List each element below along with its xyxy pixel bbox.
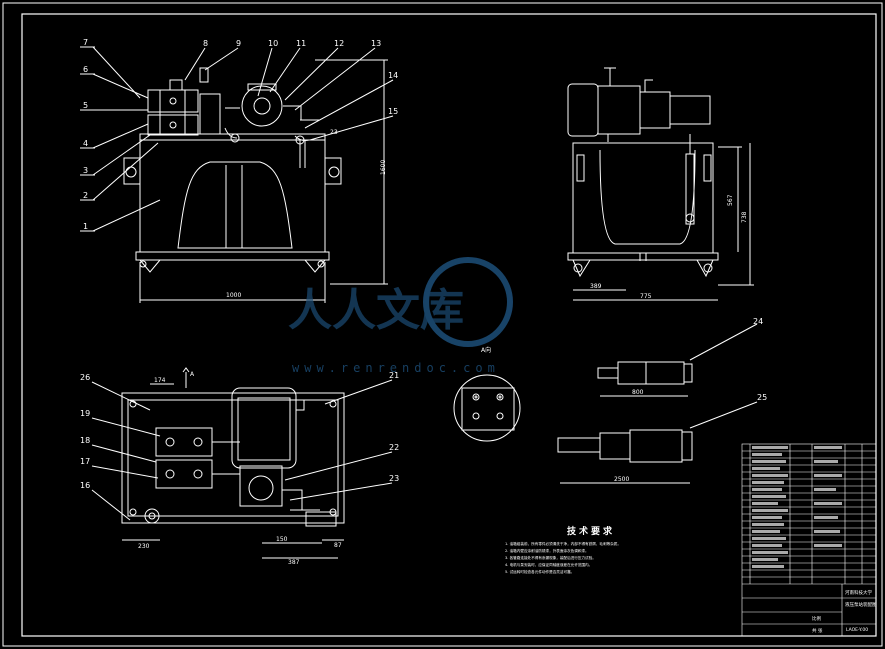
parts-list-fill: [752, 446, 842, 568]
label-25: 25: [757, 393, 767, 402]
title-block-drawing-name: 液压泵站装配图: [845, 601, 877, 608]
watermark-url: www.renrendoc.com: [292, 361, 500, 375]
svg-text:11: 11: [296, 39, 306, 48]
front-view-labels: 7 6 5 4 3 2 1 8 9 10 11 12 13 14 15 23 1…: [83, 38, 398, 299]
svg-text:1000: 1000: [226, 292, 241, 299]
svg-text:13: 13: [371, 39, 381, 48]
svg-text:12: 12: [334, 39, 344, 48]
svg-text:1. 油箱组装前，所有零件必须清洗干净，内部不得有铁屑、毛刺: 1. 油箱组装前，所有零件必须清洗干净，内部不得有铁屑、毛刺等杂质。: [505, 541, 621, 546]
side-view: [567, 67, 754, 301]
svg-text:7: 7: [83, 38, 88, 47]
svg-text:19: 19: [80, 409, 90, 418]
label-24: 24: [753, 317, 763, 326]
svg-text:2: 2: [83, 191, 88, 200]
svg-text:3: 3: [83, 166, 88, 175]
svg-text:5. 试运转时检查各元件动作是否灵活可靠。: 5. 试运转时检查各元件动作是否灵活可靠。: [505, 569, 574, 574]
svg-text:1600: 1600: [380, 160, 387, 175]
svg-text:174: 174: [154, 377, 166, 384]
svg-text:9: 9: [236, 39, 241, 48]
svg-text:1: 1: [83, 222, 88, 231]
svg-text:22: 22: [389, 443, 399, 452]
svg-text:14: 14: [388, 71, 398, 80]
svg-text:15: 15: [388, 107, 398, 116]
inner-border: [21, 13, 877, 637]
svg-text:738: 738: [741, 211, 748, 223]
parts-list: [741, 443, 877, 637]
svg-text:6: 6: [83, 65, 88, 74]
svg-text:技术要求: 技术要求: [567, 525, 615, 537]
plan-view-labels: 26 19 18 17 16 21 22 23 174 A 230 150 38…: [80, 371, 399, 566]
svg-text:16: 16: [80, 481, 90, 490]
section-view-title: A向: [481, 346, 491, 354]
title-block-school: 河南科技大学: [845, 589, 872, 596]
svg-text:4. 电机与泵安装时，应保证同轴度误差在允许范围内。: 4. 电机与泵安装时，应保证同轴度误差在允许范围内。: [505, 562, 592, 567]
front-view: [80, 46, 394, 303]
section-view-a: [453, 374, 521, 442]
svg-text:4: 4: [83, 139, 88, 148]
svg-text:23: 23: [389, 474, 399, 483]
svg-text:5: 5: [83, 101, 88, 110]
svg-text:3. 各管路连接处不得有渗漏现象，装配后进行压力试验。: 3. 各管路连接处不得有渗漏现象，装配后进行压力试验。: [505, 555, 596, 560]
svg-text:2500: 2500: [614, 476, 629, 483]
svg-text:8: 8: [203, 39, 208, 48]
detail-25: [557, 401, 758, 484]
svg-text:2. 油箱内壁应涂耐油防锈漆，外表面涂灰色调和漆。: 2. 油箱内壁应涂耐油防锈漆，外表面涂灰色调和漆。: [505, 548, 589, 553]
title-block-sheet: 共 张: [812, 627, 823, 634]
svg-text:775: 775: [640, 293, 652, 300]
svg-text:800: 800: [632, 389, 644, 396]
svg-text:21: 21: [389, 371, 399, 380]
detail-24: [597, 323, 758, 397]
title-block-scale: 比例: [812, 615, 821, 622]
tech-requirements: 技术要求 1. 油箱组装前，所有零件必须清洗干净，内部不得有铁屑、毛刺等杂质。 …: [505, 525, 621, 574]
svg-text:17: 17: [80, 457, 90, 466]
svg-text:567: 567: [727, 194, 734, 206]
title-block-drawing-no: LAOE-Y.00: [846, 627, 868, 633]
side-view-labels: 389 775 567 738: [590, 194, 748, 300]
svg-text:A: A: [190, 371, 195, 378]
svg-text:26: 26: [80, 373, 90, 382]
watermark-logo: 人人文库: [288, 257, 513, 347]
svg-text:389: 389: [590, 283, 602, 290]
svg-text:10: 10: [268, 39, 278, 48]
svg-text:387: 387: [288, 559, 300, 566]
svg-text:87: 87: [334, 542, 342, 549]
svg-text:150: 150: [276, 536, 288, 543]
watermark-text: 人人文库: [288, 285, 464, 336]
svg-text:230: 230: [138, 543, 150, 550]
svg-text:18: 18: [80, 436, 90, 445]
svg-text:23: 23: [330, 129, 338, 136]
plan-view: [91, 367, 393, 559]
